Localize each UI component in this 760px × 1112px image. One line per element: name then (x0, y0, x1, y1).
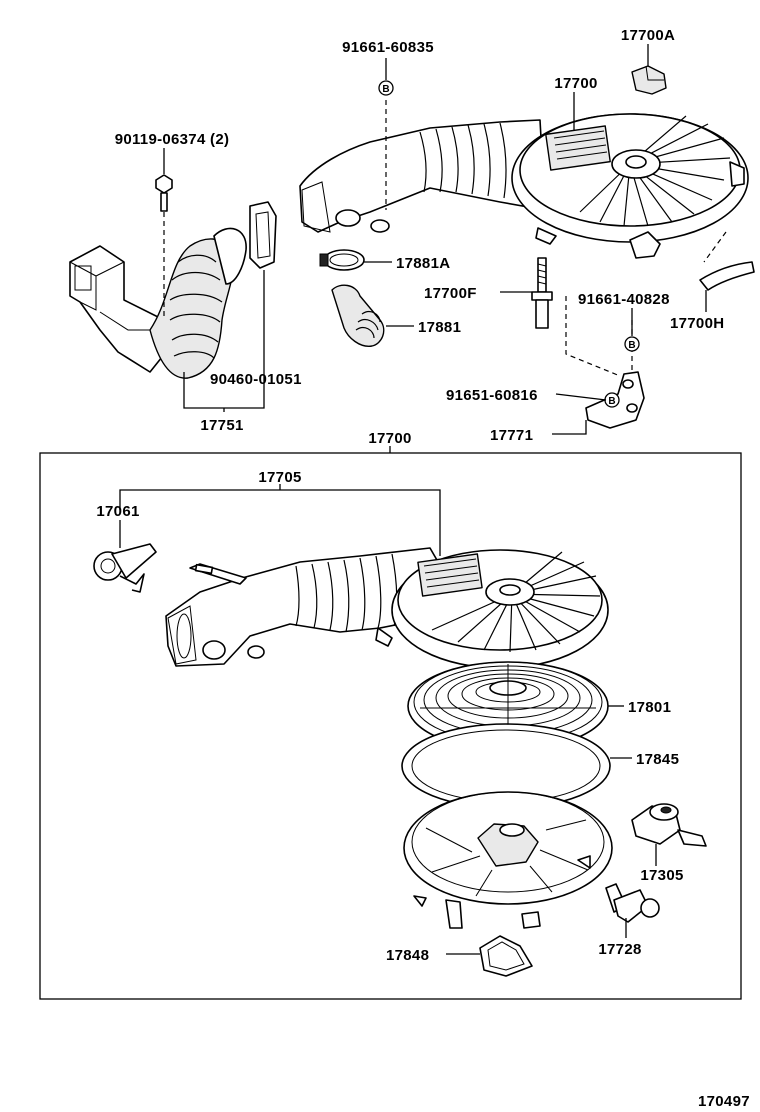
clamp-17881A (319, 249, 392, 271)
label-17700-top: 17700 (554, 75, 597, 92)
bracket-17771 (552, 371, 645, 435)
svg-text:B: B (608, 396, 615, 407)
intake-hose (149, 227, 247, 379)
stud-17700F (500, 257, 553, 329)
label-17700A: 17700A (621, 27, 675, 44)
label-91651-60816: 91651-60816 (446, 387, 538, 404)
assembly-box (39, 452, 742, 1000)
label-17061: 17061 (96, 503, 139, 520)
label-91661-60835: 91661-60835 (342, 39, 434, 56)
label-17705: 17705 (258, 469, 301, 486)
clip-17700A (631, 65, 667, 95)
hose-17881 (331, 284, 414, 347)
air-cleaner-lid (165, 547, 609, 669)
label-17305: 17305 (640, 867, 683, 884)
label-17881A: 17881A (396, 255, 450, 272)
label-17801: 17801 (628, 699, 671, 716)
air-cleaner-top (299, 113, 749, 259)
label-17881: 17881 (418, 319, 461, 336)
tube-17700H (699, 261, 755, 312)
label-17700F: 17700F (424, 285, 477, 302)
gasket-17848 (446, 935, 533, 977)
label-17700H: 17700H (670, 315, 724, 332)
label-90119-06374: 90119-06374 (2) (115, 131, 230, 148)
label-17728: 17728 (598, 941, 641, 958)
label-17751: 17751 (200, 417, 243, 434)
callout-b-bracket: B (604, 392, 620, 408)
label-90460-01051: 90460-01051 (210, 371, 302, 388)
intake-duct (69, 245, 167, 373)
label-17845: 17845 (636, 751, 679, 768)
bolt-90119 (155, 174, 173, 318)
svg-text:B: B (628, 340, 635, 351)
label-17848: 17848 (386, 947, 429, 964)
air-cleaner-case (403, 791, 613, 929)
callout-b-top: B (378, 80, 394, 96)
valve-17061 (93, 543, 157, 593)
reference-code: 170497 (698, 1093, 750, 1110)
svg-text:B: B (382, 84, 389, 95)
label-17771: 17771 (490, 427, 533, 444)
sensor-17305 (631, 803, 707, 866)
valve-17728 (605, 883, 660, 938)
gasket-90460 (249, 201, 277, 269)
label-17700-box: 17700 (368, 430, 411, 447)
callout-b-right: B (624, 336, 640, 352)
label-91661-40828: 91661-40828 (578, 291, 670, 308)
